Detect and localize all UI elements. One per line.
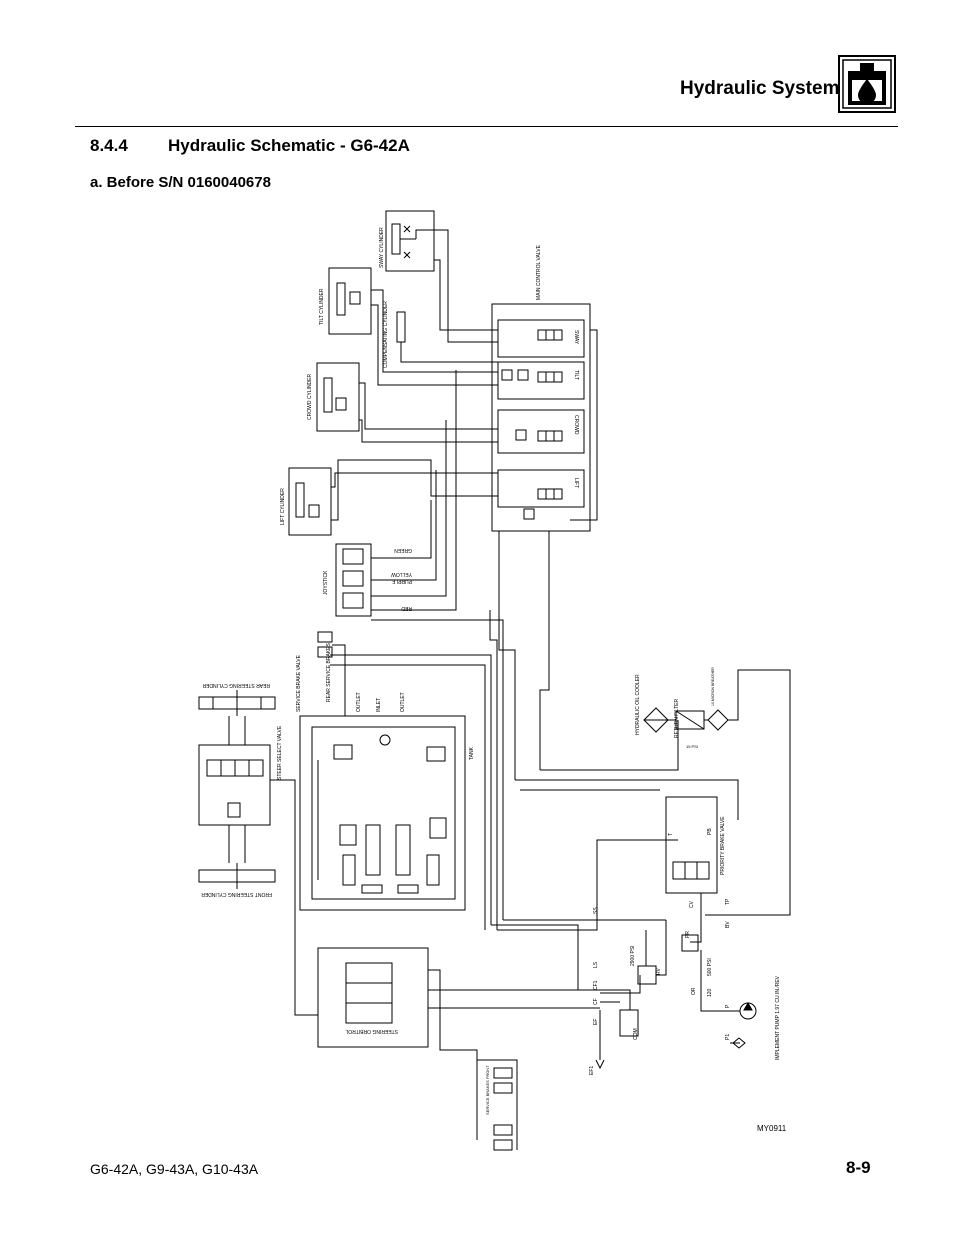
hydraulic-drop-icon <box>838 55 896 113</box>
label-rv: RV <box>656 967 662 975</box>
label-psi-15: 15 PSI <box>686 744 698 749</box>
label-red: RED <box>401 605 412 611</box>
footer-models: G6-42A, G9-43A, G10-43A <box>90 1161 259 1177</box>
section-title: Hydraulic Schematic - G6-42A <box>168 136 410 155</box>
crowd-cylinder-box <box>316 362 360 432</box>
breather <box>707 709 729 731</box>
label-crowd-cylinder: CROWD CYLINDER <box>307 373 313 420</box>
label-or: OR <box>691 987 697 995</box>
label-bv: BV <box>725 921 731 928</box>
section-heading: 8.4.4 Hydraulic Schematic - G6-42A <box>90 136 410 156</box>
label-cv: CV <box>689 900 695 908</box>
label-yellow: YELLOW <box>391 571 412 577</box>
steering-orbitrol-box <box>317 947 429 1048</box>
lift-cylinder-box <box>288 467 332 536</box>
label-ls: LS <box>593 961 599 968</box>
label-tilt: TILT <box>573 370 579 380</box>
label-purple: PURPLE <box>391 578 412 584</box>
label-tp: TP <box>725 898 731 905</box>
label-p: P <box>725 1004 731 1008</box>
label-lift-cylinder: LIFT CYLINDER <box>280 488 286 525</box>
subsection-heading: a. Before S/N 0160040678 <box>90 174 271 191</box>
main-control-valve-box <box>491 303 591 532</box>
label-pr: PR <box>685 931 691 938</box>
label-com: COM <box>633 1028 639 1040</box>
chapter-title: Hydraulic System <box>680 78 840 99</box>
label-inlet: INLET <box>376 698 382 712</box>
label-pb: PB <box>707 828 713 835</box>
label-2900-psi: 2900 PSI <box>630 945 636 966</box>
label-tank: TANK <box>469 746 475 760</box>
label-service-brake-valve: SERVICE BRAKE VALVE <box>296 654 302 712</box>
label-ef1: EF1 <box>589 1066 595 1075</box>
joystick-box <box>335 543 372 617</box>
label-120: 120 <box>707 988 713 997</box>
label-green: GREEN <box>394 547 412 553</box>
label-sway: SWAY <box>573 330 579 345</box>
figure-id: MY0911 <box>757 1124 787 1133</box>
sway-cylinder-box <box>385 210 435 272</box>
label-outlet-2: OUTLET <box>400 692 406 712</box>
label-main-control-valve: MAIN CONTROL VALVE <box>536 244 542 300</box>
label-t: T <box>668 833 674 836</box>
label-steering-orbitrol: STEERING ORBITROL <box>345 1028 398 1034</box>
steer-select-valve-box <box>198 744 271 826</box>
label-tilt-cylinder: TILT CYLINDER <box>319 288 325 325</box>
compensating-cylinder <box>396 311 406 343</box>
label-hydraulic-oil-cooler: HYDRAULIC OIL COOLER <box>635 674 641 735</box>
section-number: 8.4.4 <box>90 136 128 155</box>
label-implement-pump: IMPLEMENT PUMP 1.97 CU.IN./REV <box>775 975 781 1060</box>
label-500-psi: 500 PSI <box>707 958 713 976</box>
label-cf1: CF1 <box>593 980 599 990</box>
priority-brake-valve-box <box>665 796 718 894</box>
service-brake-valve-box <box>299 715 466 911</box>
label-sway-cylinder: SWAY CYLINDER <box>379 227 385 268</box>
label-breather: 10 MICRON BREATHER <box>711 667 715 706</box>
label-steer-select-valve: STEER SELECT VALVE <box>277 725 283 780</box>
label-cf: CF <box>593 998 599 1005</box>
label-rear-service-brakes: REAR SERVICE BRAKES <box>326 643 332 702</box>
label-compensating-cylinder: COMPENSATING CYLINDER <box>383 301 389 368</box>
label-joystick: JOYSTICK <box>323 570 329 595</box>
label-return-filter: RETURN FILTER <box>674 699 680 738</box>
label-front-steering-cylinder: FRONT STEERING CYLINDER <box>201 891 272 897</box>
label-ss: SS <box>593 907 599 914</box>
tilt-cylinder-box <box>328 267 372 335</box>
label-p1: P1 <box>725 1034 731 1040</box>
label-crowd: CROWD <box>573 415 579 435</box>
label-outlet-1: OUTLET <box>356 692 362 712</box>
label-front-service-brakes: SERVICE BRAKES FRONT <box>485 1065 490 1115</box>
label-lift: LIFT <box>573 478 579 488</box>
label-rear-steering-cylinder: REAR STEERING CYLINDER <box>202 682 270 688</box>
header-rule <box>75 126 898 127</box>
label-priority-brake-valve: PRIORITY BRAKE VALVE <box>720 816 726 875</box>
page-number: 8-9 <box>846 1158 871 1177</box>
label-ef: EF <box>593 1019 599 1025</box>
